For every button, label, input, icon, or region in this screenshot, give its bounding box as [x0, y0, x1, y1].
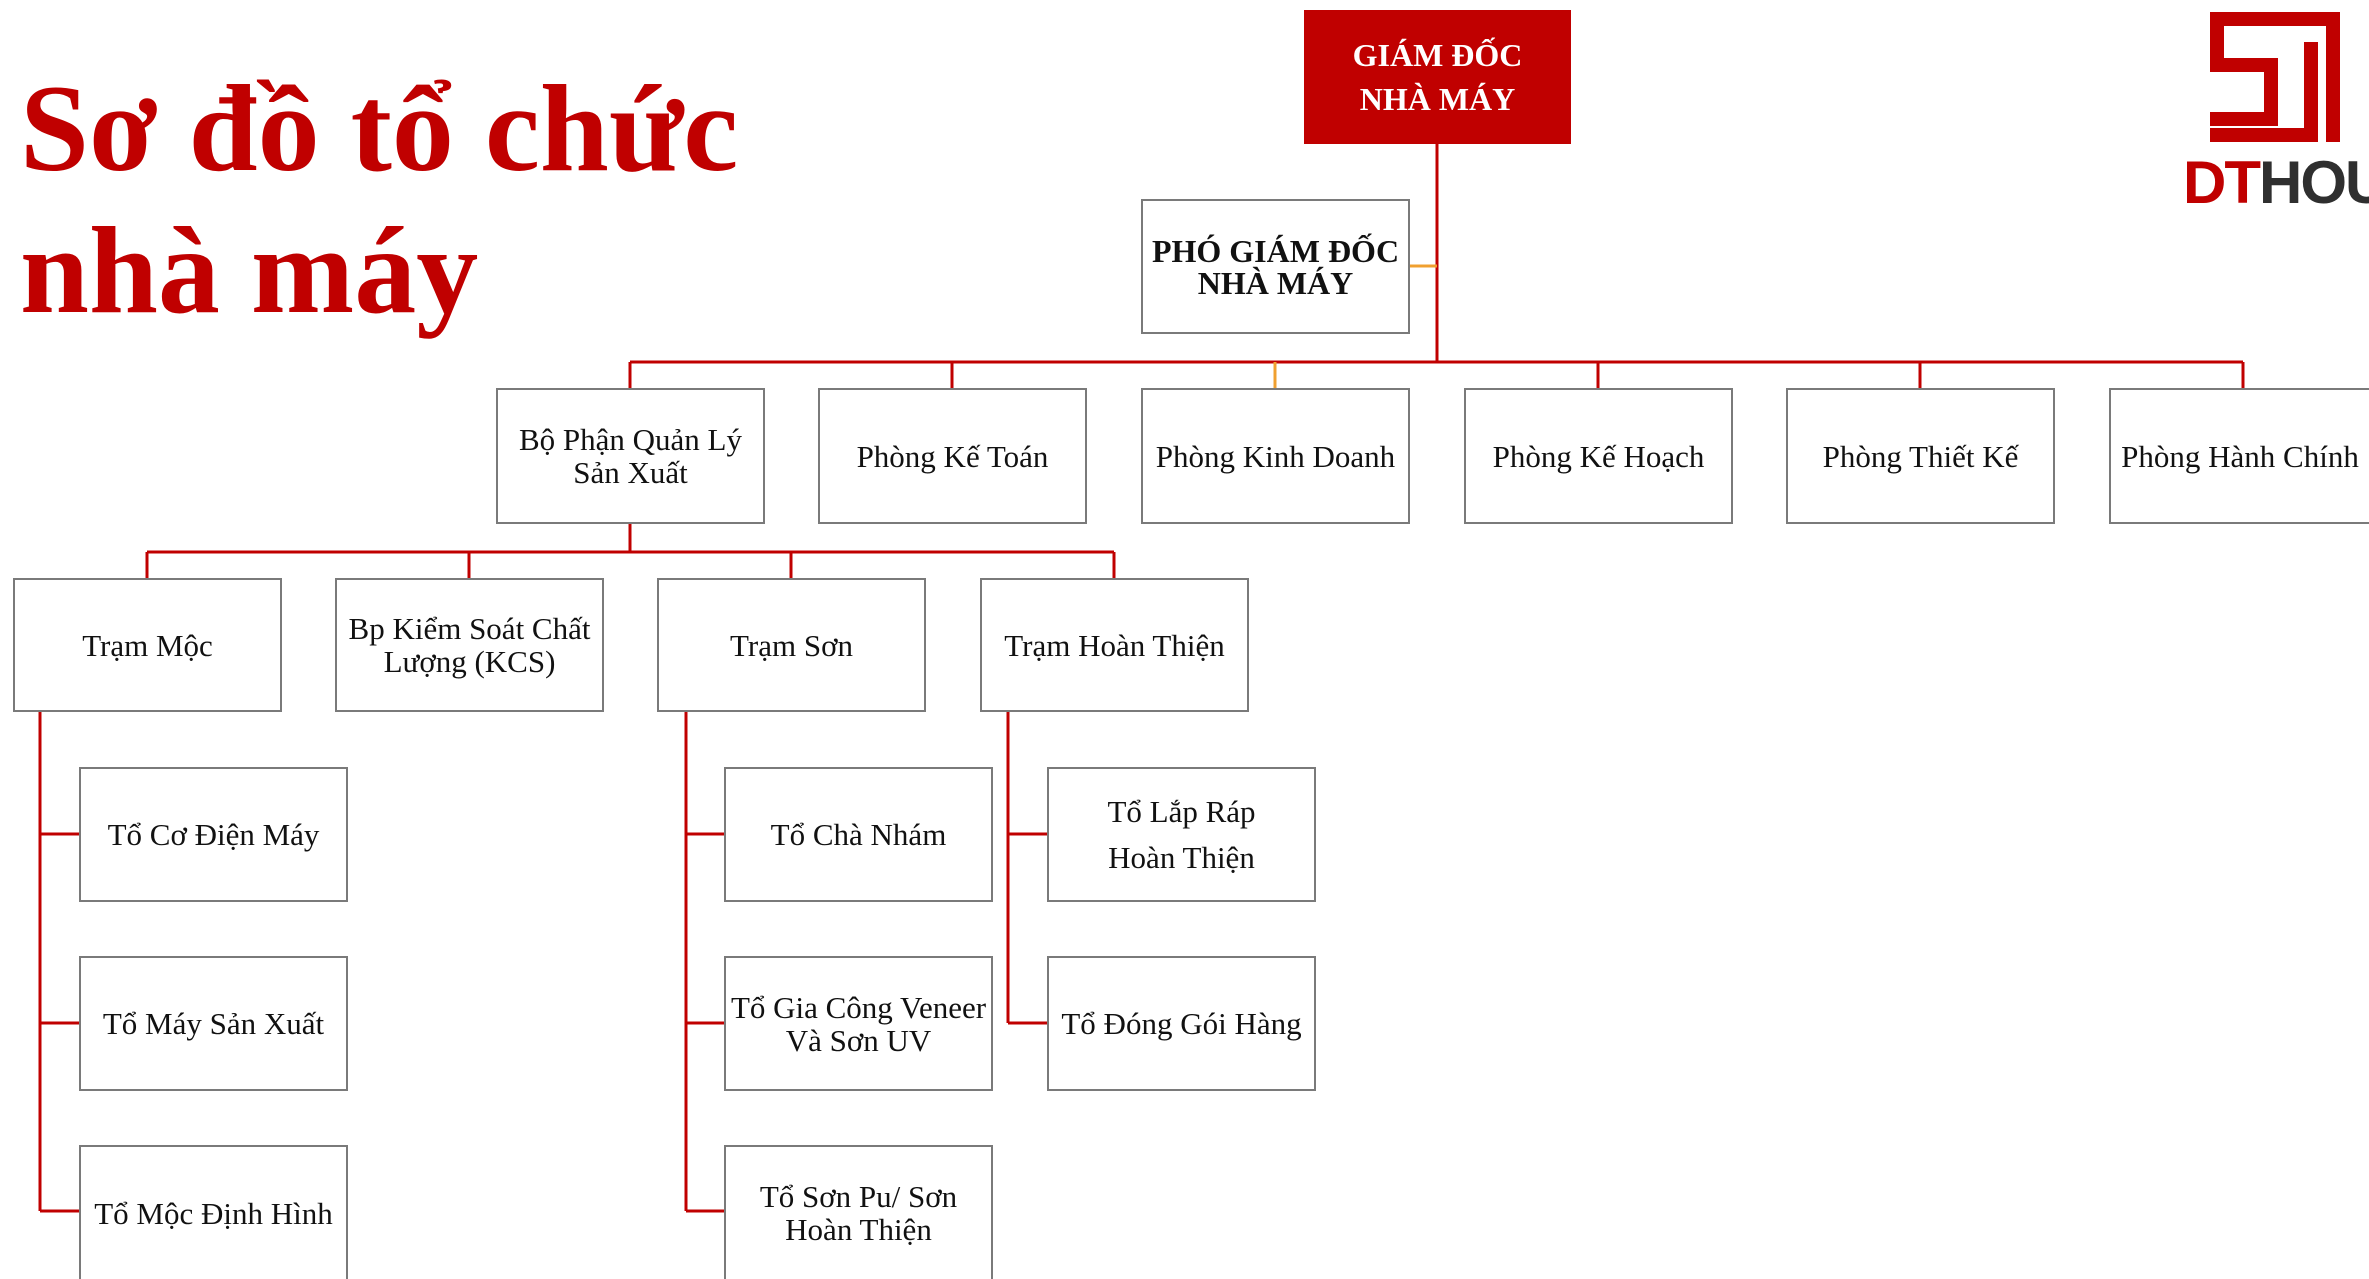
team-box-dong-goi: Tổ Đóng Gói Hàng [1047, 956, 1316, 1091]
page-title-line-2: nhà máy [20, 202, 479, 339]
station-box-kcs: Bp Kiểm Soát Chất Lượng (KCS) [335, 578, 604, 712]
team-box-may-san-xuat: Tổ Máy Sản Xuất [79, 956, 348, 1091]
team-co-dien-may-label: Tổ Cơ Điện Máy [107, 817, 320, 852]
station-son-label: Trạm Sơn [730, 627, 853, 663]
team-box-moc-dinh-hinh: Tổ Mộc Định Hình [79, 1145, 348, 1279]
department-box-production: Bộ Phận Quản Lý Sản Xuất [496, 388, 765, 524]
logo-mark-icon [2210, 12, 2340, 142]
team-may-san-xuat-label: Tổ Máy Sản Xuất [102, 1006, 325, 1041]
department-production-line-1: Bộ Phận Quản Lý [518, 422, 742, 457]
team-cha-nham-label: Tổ Chà Nhám [770, 817, 947, 852]
department-box-design: Phòng Thiết Kế [1786, 388, 2055, 524]
department-admin-label: Phòng Hành Chính [2121, 438, 2359, 474]
department-sales-label: Phòng Kinh Doanh [1155, 438, 1396, 474]
station-box-son: Trạm Sơn [657, 578, 926, 712]
station-kcs-line-2: Lượng (KCS) [383, 644, 556, 679]
page-title: Sơ đồ tổ chức nhà máy [20, 58, 880, 342]
department-box-accounting: Phòng Kế Toán [818, 388, 1087, 524]
team-veneer-line-2: Và Sơn UV [785, 1022, 932, 1058]
deputy-line-1: PHÓ GIÁM ĐỐC [1151, 232, 1400, 269]
team-moc-dinh-hinh-label: Tổ Mộc Định Hình [94, 1195, 333, 1231]
logo-wordmark-house: HOUSE [2258, 149, 2369, 213]
director-line-2: NHÀ MÁY [1359, 81, 1516, 117]
director-box: GIÁM ĐỐC NHÀ MÁY [1304, 10, 1571, 144]
logo-wordmark-dt: DT [2183, 149, 2261, 213]
station-box-hoan-thien: Trạm Hoàn Thiện [980, 578, 1249, 712]
team-veneer-line-1: Tổ Gia Công Veneer [730, 989, 987, 1025]
department-production-line-2: Sản Xuất [573, 455, 688, 490]
director-line-1: GIÁM ĐỐC [1352, 37, 1523, 73]
team-son-pu-line-1: Tổ Sơn Pu/ Sơn [759, 1179, 958, 1214]
team-son-pu-line-2: Hoàn Thiện [785, 1212, 932, 1247]
department-accounting-label: Phòng Kế Toán [856, 438, 1049, 474]
station-box-moc: Trạm Mộc [13, 578, 282, 712]
team-box-veneer-son-uv: Tổ Gia Công Veneer Và Sơn UV [724, 956, 993, 1091]
page-title-line-1: Sơ đồ tổ chức [20, 60, 739, 197]
station-moc-label: Trạm Mộc [82, 627, 213, 663]
department-box-sales: Phòng Kinh Doanh [1141, 388, 1410, 524]
team-dong-goi-label: Tổ Đóng Gói Hàng [1061, 1006, 1302, 1041]
department-planning-label: Phòng Kế Hoạch [1492, 438, 1705, 474]
logo-wordmark: DTHOUSE [2183, 149, 2369, 213]
station-hoan-thien-label: Trạm Hoàn Thiện [1004, 627, 1225, 663]
dthouse-logo: DTHOUSE [2176, 12, 2369, 212]
department-design-label: Phòng Thiết Kế [1822, 438, 2019, 474]
team-lap-rap-line-2: Hoàn Thiện [1108, 839, 1255, 875]
deputy-line-2: NHÀ MÁY [1197, 264, 1354, 301]
department-box-planning: Phòng Kế Hoạch [1464, 388, 1733, 524]
team-box-son-pu: Tổ Sơn Pu/ Sơn Hoàn Thiện [724, 1145, 993, 1279]
department-box-admin: Phòng Hành Chính [2109, 388, 2369, 524]
deputy-director-box: PHÓ GIÁM ĐỐC NHÀ MÁY [1141, 199, 1410, 334]
station-kcs-line-1: Bp Kiểm Soát Chất [348, 611, 591, 646]
team-box-lap-rap: Tổ Lắp Ráp Hoàn Thiện [1047, 767, 1316, 902]
team-lap-rap-line-1: Tổ Lắp Ráp [1107, 793, 1256, 829]
team-box-cha-nham: Tổ Chà Nhám [724, 767, 993, 902]
team-box-co-dien-may: Tổ Cơ Điện Máy [79, 767, 348, 902]
